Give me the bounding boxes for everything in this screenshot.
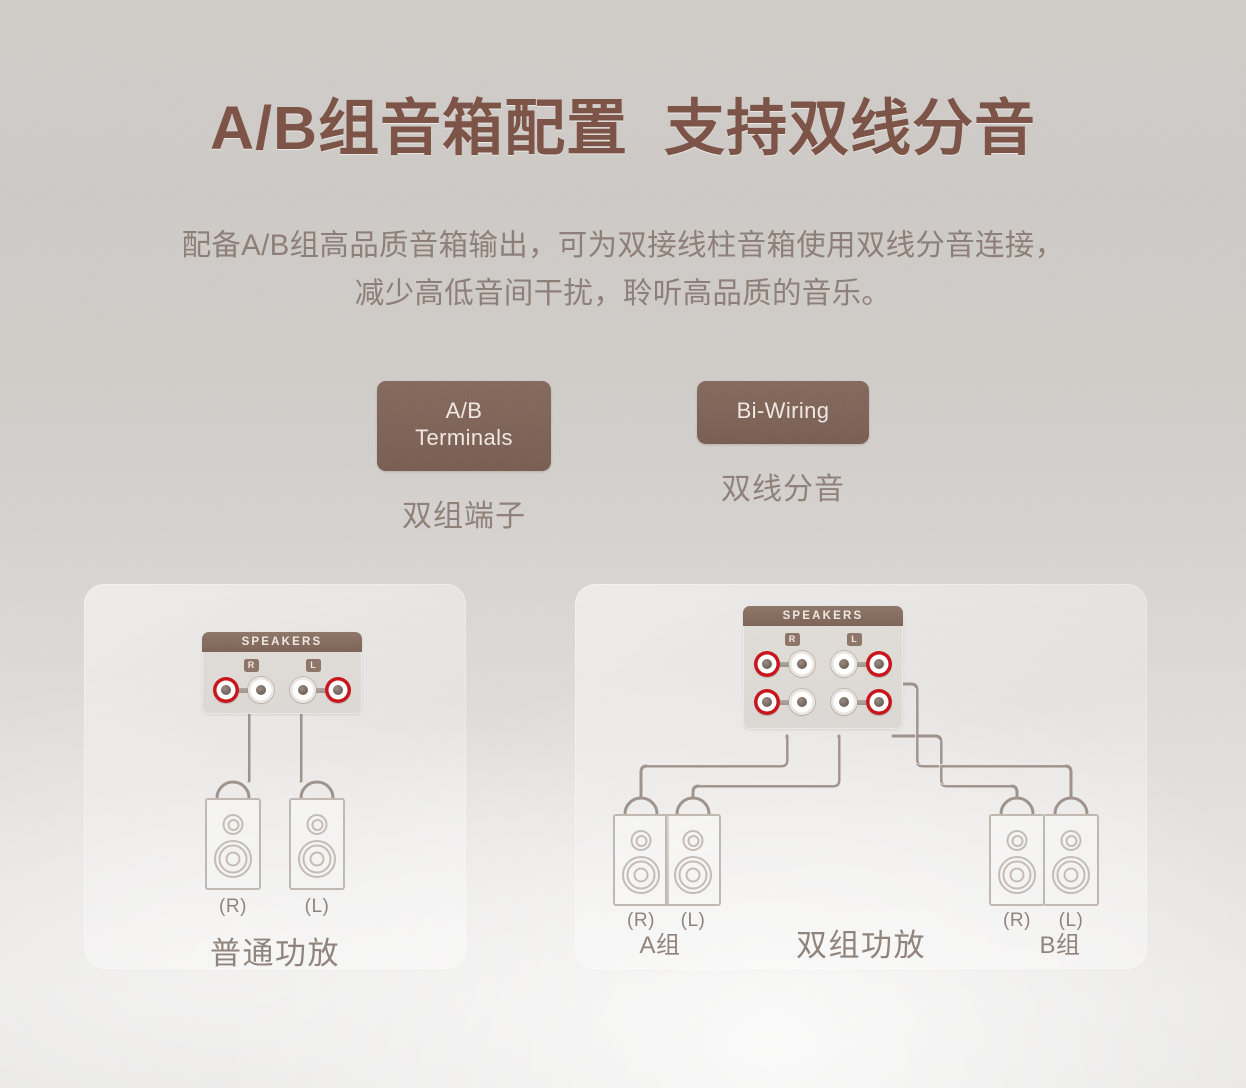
page-subtitle: 配备A/B组高品质音箱输出，可为双接线柱音箱使用双线分音连接， 减少高低音间干扰… bbox=[33, 222, 1213, 318]
terminal-post-row-group-a bbox=[753, 648, 893, 679]
caption-group-a: A组 bbox=[639, 932, 681, 959]
terminal-pair-b-r bbox=[754, 689, 815, 715]
woofer-icon bbox=[298, 840, 336, 878]
woofer-icon bbox=[998, 856, 1036, 894]
badge-group-ab-terminals: A/B Terminals 双组端子 bbox=[377, 381, 551, 535]
channel-label-r: R bbox=[243, 659, 259, 672]
binding-post-b-r-positive[interactable] bbox=[754, 689, 780, 715]
speaker-box-a-right-channel bbox=[613, 814, 669, 906]
speaker-box-b-left-channel bbox=[1043, 814, 1099, 906]
post-connector-bar bbox=[778, 661, 791, 667]
tweeter-icon bbox=[222, 814, 244, 835]
channel-labels-left: R L bbox=[212, 657, 352, 674]
channel-label-l: L bbox=[846, 633, 862, 646]
post-hole-icon bbox=[762, 697, 772, 707]
post-hole-icon bbox=[839, 659, 849, 669]
channel-label-l: L bbox=[305, 659, 321, 672]
terminal-body-right: R L bbox=[743, 626, 903, 729]
binding-post-a-l-negative[interactable] bbox=[831, 651, 857, 677]
badge-ab-terminals-caption: 双组端子 bbox=[402, 499, 526, 533]
page-title: A/B组音箱配置 支持双线分音 bbox=[210, 94, 1036, 162]
caption-standard-amp: 普通功放 bbox=[210, 936, 340, 971]
binding-post-b-l-positive[interactable] bbox=[866, 689, 892, 715]
terminal-pair-b-l bbox=[831, 689, 892, 715]
post-hole-icon bbox=[839, 697, 849, 707]
terminal-pair-a-r bbox=[754, 651, 815, 677]
binding-post-a-r-positive[interactable] bbox=[754, 651, 780, 677]
woofer-icon bbox=[1052, 856, 1090, 894]
post-connector-bar bbox=[778, 699, 791, 705]
tweeter-icon bbox=[682, 830, 704, 851]
terminal-post-row-left bbox=[212, 674, 352, 705]
tweeter-icon bbox=[630, 830, 652, 851]
post-hole-icon bbox=[874, 697, 884, 707]
channel-labels-right: R L bbox=[753, 631, 893, 648]
badge-bi-wiring-caption: 双线分音 bbox=[721, 472, 845, 506]
badge-ab-terminals-line-1: A/B bbox=[445, 398, 483, 423]
woofer-icon bbox=[622, 856, 660, 894]
post-hole-icon bbox=[874, 659, 884, 669]
binding-post-l-positive[interactable] bbox=[325, 677, 351, 703]
speaker-box-left-channel bbox=[289, 798, 345, 890]
badge-group-bi-wiring: Bi-Wiring 双线分音 bbox=[697, 381, 869, 508]
terminal-header-left: SPEAKERS bbox=[202, 632, 362, 652]
binding-post-b-l-negative[interactable] bbox=[831, 689, 857, 715]
post-hole-icon bbox=[797, 659, 807, 669]
badge-bi-wiring: Bi-Wiring bbox=[697, 381, 869, 444]
post-connector-bar bbox=[237, 687, 250, 693]
caption-dual-amp: 双组功放 bbox=[796, 928, 926, 963]
badge-ab-terminals: A/B Terminals bbox=[377, 381, 551, 471]
post-hole-icon bbox=[797, 697, 807, 707]
post-connector-bar bbox=[314, 687, 327, 693]
post-connector-bar bbox=[855, 699, 868, 705]
post-hole-icon bbox=[762, 659, 772, 669]
terminal-body-left: R L bbox=[202, 652, 362, 714]
binding-post-a-l-positive[interactable] bbox=[866, 651, 892, 677]
diagram-panel-dual-amp: SPEAKERS R L bbox=[575, 584, 1147, 969]
feature-badges: A/B Terminals 双组端子 Bi-Wiring 双线分音 bbox=[0, 381, 1246, 535]
woofer-icon bbox=[214, 840, 252, 878]
terminal-header-right: SPEAKERS bbox=[743, 606, 903, 626]
badge-ab-terminals-line-2: Terminals bbox=[415, 424, 513, 450]
post-hole-icon bbox=[333, 685, 343, 695]
post-hole-icon bbox=[221, 685, 231, 695]
subtitle-line-2: 减少高低音间干扰，聆听高品质的音乐。 bbox=[354, 276, 892, 310]
woofer-icon bbox=[674, 856, 712, 894]
diagram-panel-standard-amp: SPEAKERS R L bbox=[84, 584, 466, 969]
binding-post-a-r-negative[interactable] bbox=[789, 651, 815, 677]
channel-label-r: R bbox=[784, 633, 800, 646]
tweeter-icon bbox=[1060, 830, 1082, 851]
terminal-block-right: SPEAKERS R L bbox=[743, 606, 903, 729]
tweeter-icon bbox=[1006, 830, 1028, 851]
speaker-label-r: (R) bbox=[219, 896, 247, 917]
binding-post-r-positive[interactable] bbox=[213, 677, 239, 703]
speaker-label-b-l: (L) bbox=[1058, 910, 1084, 931]
post-hole-icon bbox=[298, 685, 308, 695]
speaker-label-a-r: (R) bbox=[627, 910, 655, 931]
binding-post-r-negative[interactable] bbox=[248, 677, 274, 703]
terminal-post-row-group-b bbox=[753, 679, 893, 717]
post-hole-icon bbox=[256, 685, 266, 695]
speaker-box-b-right-channel bbox=[989, 814, 1045, 906]
speaker-box-right-channel bbox=[205, 798, 261, 890]
binding-post-l-negative[interactable] bbox=[290, 677, 316, 703]
terminal-block-left: SPEAKERS R L bbox=[202, 632, 362, 714]
binding-post-b-r-negative[interactable] bbox=[789, 689, 815, 715]
terminal-pair-l bbox=[290, 677, 351, 703]
speaker-label-a-l: (L) bbox=[680, 910, 706, 931]
speaker-box-a-left-channel bbox=[665, 814, 721, 906]
speaker-label-b-r: (R) bbox=[1003, 910, 1031, 931]
tweeter-icon bbox=[306, 814, 328, 835]
speaker-label-l: (L) bbox=[304, 896, 330, 917]
terminal-pair-r bbox=[213, 677, 274, 703]
subtitle-line-1: 配备A/B组高品质音箱输出，可为双接线柱音箱使用双线分音连接， bbox=[181, 229, 1065, 262]
caption-group-b: B组 bbox=[1039, 932, 1081, 959]
terminal-pair-a-l bbox=[831, 651, 892, 677]
badge-bi-wiring-line-1: Bi-Wiring bbox=[736, 398, 830, 423]
post-connector-bar bbox=[855, 661, 868, 667]
